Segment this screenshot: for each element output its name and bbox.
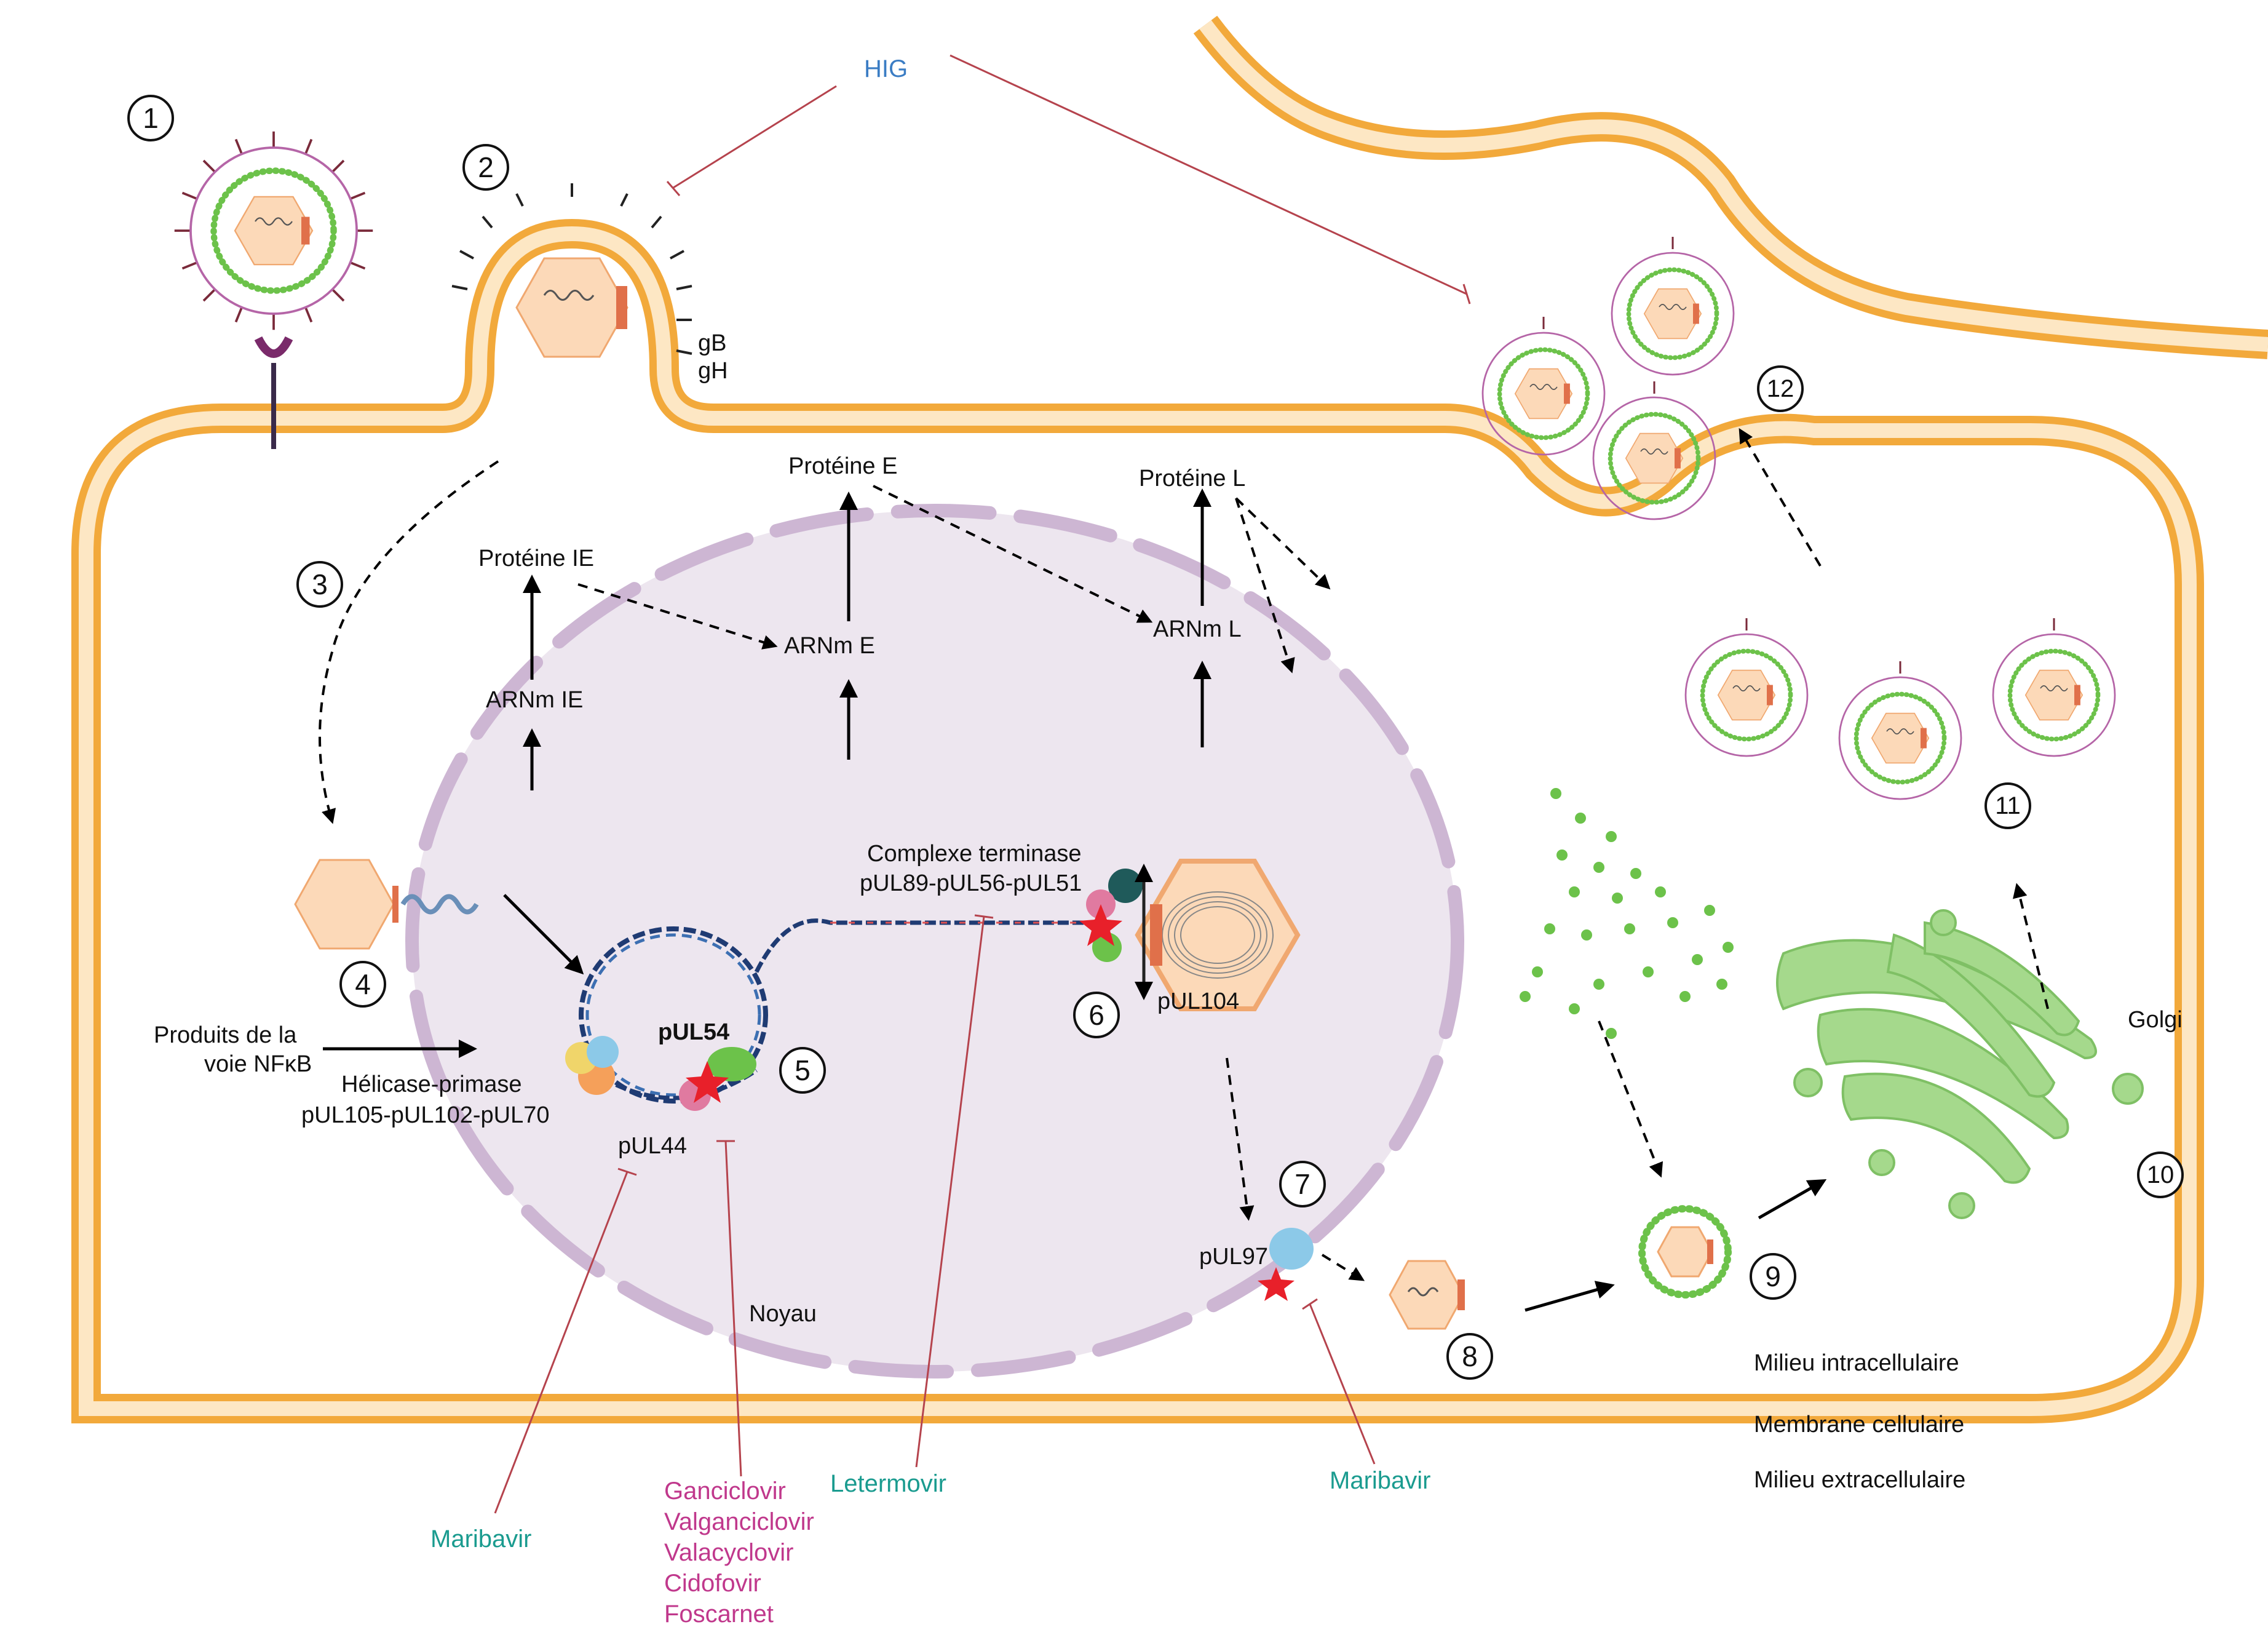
virion-spikes [1542,237,2055,674]
released-virions [1483,253,1734,519]
noyau-label: Noyau [749,1301,817,1327]
pathway-arrows [323,488,1827,1312]
maribavir-left: Maribavir [430,1526,531,1553]
cytoplasm-capsid [294,859,479,950]
step-11: 11 [1995,792,2021,819]
hig-label: HIG [864,55,908,82]
step-4: 4 [355,968,371,1000]
step-1: 1 [143,102,159,134]
pul54-label: pUL54 [658,1019,729,1045]
nucleus [405,504,1464,1378]
maribavir-right: Maribavir [1330,1467,1430,1494]
letermovir-label: Letermovir [830,1470,946,1497]
viral-dna-replication [565,918,1107,1111]
dashed-arrows [319,428,2049,1281]
arnm-e-label: ARNm E [784,633,875,659]
neighbour-cell-membrane [1193,15,2268,359]
exiting-capsid [1389,1260,1465,1330]
step-5: 5 [795,1054,811,1086]
arnm-ie-label: ARNm IE [486,687,583,713]
arnm-l-label: ARNm L [1153,616,1242,642]
mature-virions [1686,634,2115,799]
helicase-title: Hélicase-primase [341,1072,522,1097]
pul97-kinase [1258,1228,1314,1301]
protein-l-label: Protéine L [1139,466,1245,491]
gh-label: gH [698,358,728,384]
step-markers [127,95,2184,1380]
step-2: 2 [478,151,494,183]
vesicle-particles [1520,788,1734,1039]
milieu-extra-label: Milieu extracellulaire [1754,1467,1965,1493]
cidofovir-label: Cidofovir [664,1570,761,1597]
step-3: 3 [312,568,328,600]
pul44-label: pUL44 [618,1133,687,1159]
pul97-label: pUL97 [1199,1244,1268,1270]
inhibition-lines [494,54,1471,1514]
step-6: 6 [1088,999,1104,1031]
ganciclovir-label: Ganciclovir [664,1478,786,1505]
milieu-intra-label: Milieu intracellulaire [1754,1350,1959,1376]
entering-capsid [515,257,628,358]
protein-ie-label: Protéine IE [478,546,594,571]
free-virion [174,131,373,330]
step-7: 7 [1295,1168,1310,1200]
valacyclovir-label: Valacyclovir [664,1539,793,1566]
valganciclovir-label: Valganciclovir [664,1508,814,1535]
step-9: 9 [1765,1260,1781,1292]
protein-e-label: Protéine E [788,453,897,479]
golgi-apparatus [1776,909,2144,1219]
foscarnet-label: Foscarnet [664,1601,774,1627]
terminase-packaging [1079,859,1301,1011]
step-10: 10 [2147,1161,2175,1188]
step-8: 8 [1462,1340,1478,1372]
nfkb-line1: Produits de la [154,1022,297,1048]
membrane-label: Membrane cellulaire [1754,1412,1964,1438]
terminase-genes: pUL89-pUL56-pUL51 [860,870,1082,896]
gb-label: gB [698,330,726,356]
cell-membrane [71,218,2204,1423]
nfkb-line2: voie NFκB [204,1051,312,1077]
cell-receptor [254,336,293,449]
golgi-label: Golgi [2128,1007,2183,1033]
helicase-genes: pUL105-pUL102-pUL70 [301,1102,550,1128]
tegumented-capsid [1638,1205,1732,1299]
terminase-title: Complexe terminase [867,841,1081,867]
glycoprotein-spikes [451,183,692,355]
pul104-label: pUL104 [1157,989,1239,1014]
step-12: 12 [1767,375,1794,402]
